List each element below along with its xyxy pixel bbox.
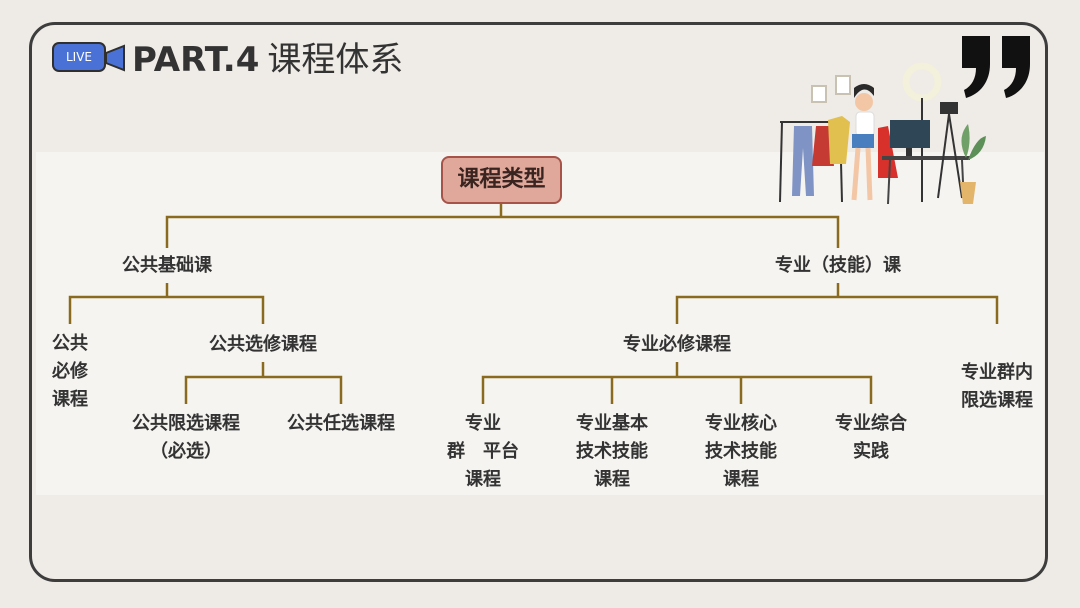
prof-group-platform-node: 专业 群 平台 课程: [447, 413, 519, 490]
live-badge: LIVE: [54, 44, 104, 70]
public-elective-node: 公共选修课程: [209, 334, 317, 355]
prof-group-limited-node: 专业群内 限选课程: [961, 362, 1033, 411]
professional-node: 专业（技能）课: [775, 255, 901, 276]
prof-core-skills-node: 专业核心 技术技能 课程: [705, 413, 777, 490]
title-text: 课程体系: [267, 40, 404, 80]
public-free-node: 公共任选课程: [287, 413, 395, 434]
prof-practice-node: 专业综合 实践: [835, 413, 907, 462]
prof-basic-skills-node: 专业基本 技术技能 课程: [576, 413, 648, 490]
public-limited-node: 公共限选课程 （必选）: [132, 413, 240, 462]
title-part: PART.4: [132, 40, 260, 80]
quote-icon: [962, 36, 1030, 98]
root-node: 课程类型: [441, 156, 562, 204]
prof-required-node: 专业必修课程: [623, 334, 731, 355]
livestream-illustration: [779, 62, 986, 205]
public-required-node: 公共 必修 课程: [52, 333, 88, 410]
public-basic-node: 公共基础课: [122, 255, 212, 276]
camera-icon: [105, 44, 125, 72]
content-band: [36, 152, 1044, 495]
